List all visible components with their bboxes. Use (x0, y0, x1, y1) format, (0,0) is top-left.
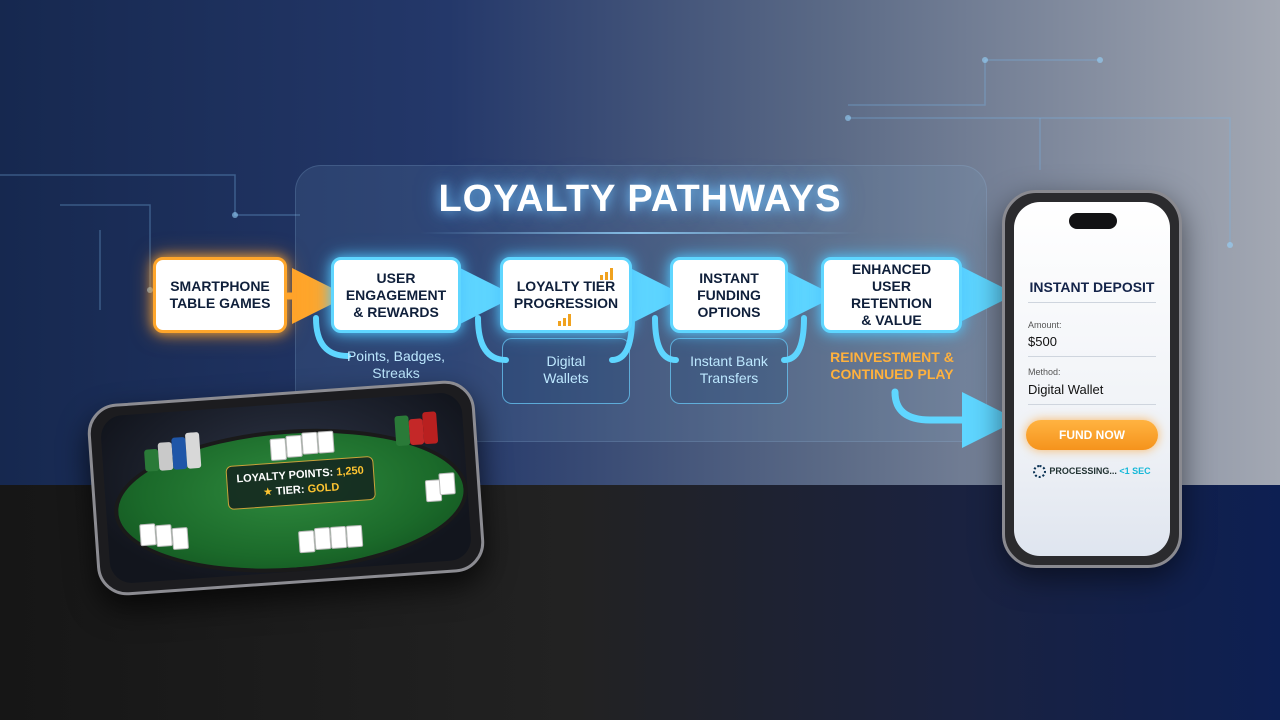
tier-value: GOLD (307, 481, 340, 496)
playing-card (155, 524, 173, 548)
phone-notch (1069, 213, 1117, 229)
sub-box-transfers (670, 338, 788, 404)
amount-field[interactable]: $500 (1028, 334, 1057, 349)
bar-chart-icon (558, 314, 571, 326)
step-smartphone-table-games: SMARTPHONE TABLE GAMES (153, 257, 287, 333)
playing-card (171, 526, 190, 551)
step-loyalty-tier: LOYALTY TIER PROGRESSION (500, 257, 632, 333)
step-label: SMARTPHONE TABLE GAMES (169, 278, 271, 311)
step-user-engagement: USER ENGAGEMENT & REWARDS (331, 257, 461, 333)
game-phone: LOYALTY POINTS: 1,250 ★ TIER: GOLD (85, 378, 487, 598)
step-label: LOYALTY TIER PROGRESSION (513, 278, 619, 311)
step-label: ENHANCED USER RETENTION & VALUE (851, 261, 932, 328)
amount-label: Amount: (1028, 320, 1062, 330)
playing-card (285, 434, 303, 458)
star-icon: ★ (262, 485, 274, 499)
points-value: 1,250 (335, 464, 365, 479)
playing-card (139, 523, 157, 547)
processing-text: PROCESSING... (1049, 465, 1117, 476)
playing-card (329, 525, 348, 549)
title-underline (420, 232, 860, 234)
method-label: Method: (1028, 367, 1061, 377)
playing-card (269, 437, 288, 461)
sub-box-wallets (502, 338, 630, 404)
sub-label-bank-transfers: Instant Bank Transfers (690, 353, 768, 386)
playing-card (438, 472, 456, 496)
processing-status: PROCESSING... <1 SEC (1014, 465, 1170, 478)
playing-card (313, 527, 332, 551)
chip-stack-right (394, 411, 439, 446)
playing-card (317, 430, 335, 454)
step-label: USER ENGAGEMENT & REWARDS (345, 269, 447, 320)
divider (1028, 404, 1156, 405)
tier-label: TIER: (275, 483, 305, 498)
playing-card (298, 530, 316, 554)
spinner-icon (1033, 465, 1047, 478)
chip-stack-left (144, 432, 202, 472)
processing-speed: <1 SEC (1119, 465, 1151, 476)
deposit-screen: INSTANT DEPOSIT Amount: $500 Method: Dig… (1014, 202, 1170, 556)
divider (1028, 356, 1156, 357)
sub-label-points-badges: Points, Badges, Streaks (346, 348, 446, 381)
game-screen: LOYALTY POINTS: 1,250 ★ TIER: GOLD (99, 391, 473, 585)
sub-label-reinvestment: REINVESTMENT & CONTINUED PLAY (830, 349, 954, 382)
diagram-title: LOYALTY PATHWAYS (438, 178, 842, 220)
divider (1028, 302, 1156, 303)
step-enhanced-retention: ENHANCED USER RETENTION & VALUE (821, 257, 962, 333)
fund-now-button[interactable]: FUND NOW (1026, 420, 1158, 450)
deposit-phone: INSTANT DEPOSIT Amount: $500 Method: Dig… (1002, 190, 1182, 568)
bar-chart-icon (600, 268, 613, 280)
playing-card (345, 524, 364, 548)
playing-card (301, 431, 319, 455)
deposit-title: INSTANT DEPOSIT (1029, 279, 1155, 295)
step-instant-funding: INSTANT FUNDING OPTIONS (670, 257, 788, 333)
sub-label-digital-wallets: Digital Wallets (543, 353, 589, 386)
step-label: INSTANT FUNDING OPTIONS (697, 269, 761, 320)
method-field[interactable]: Digital Wallet (1028, 382, 1104, 397)
